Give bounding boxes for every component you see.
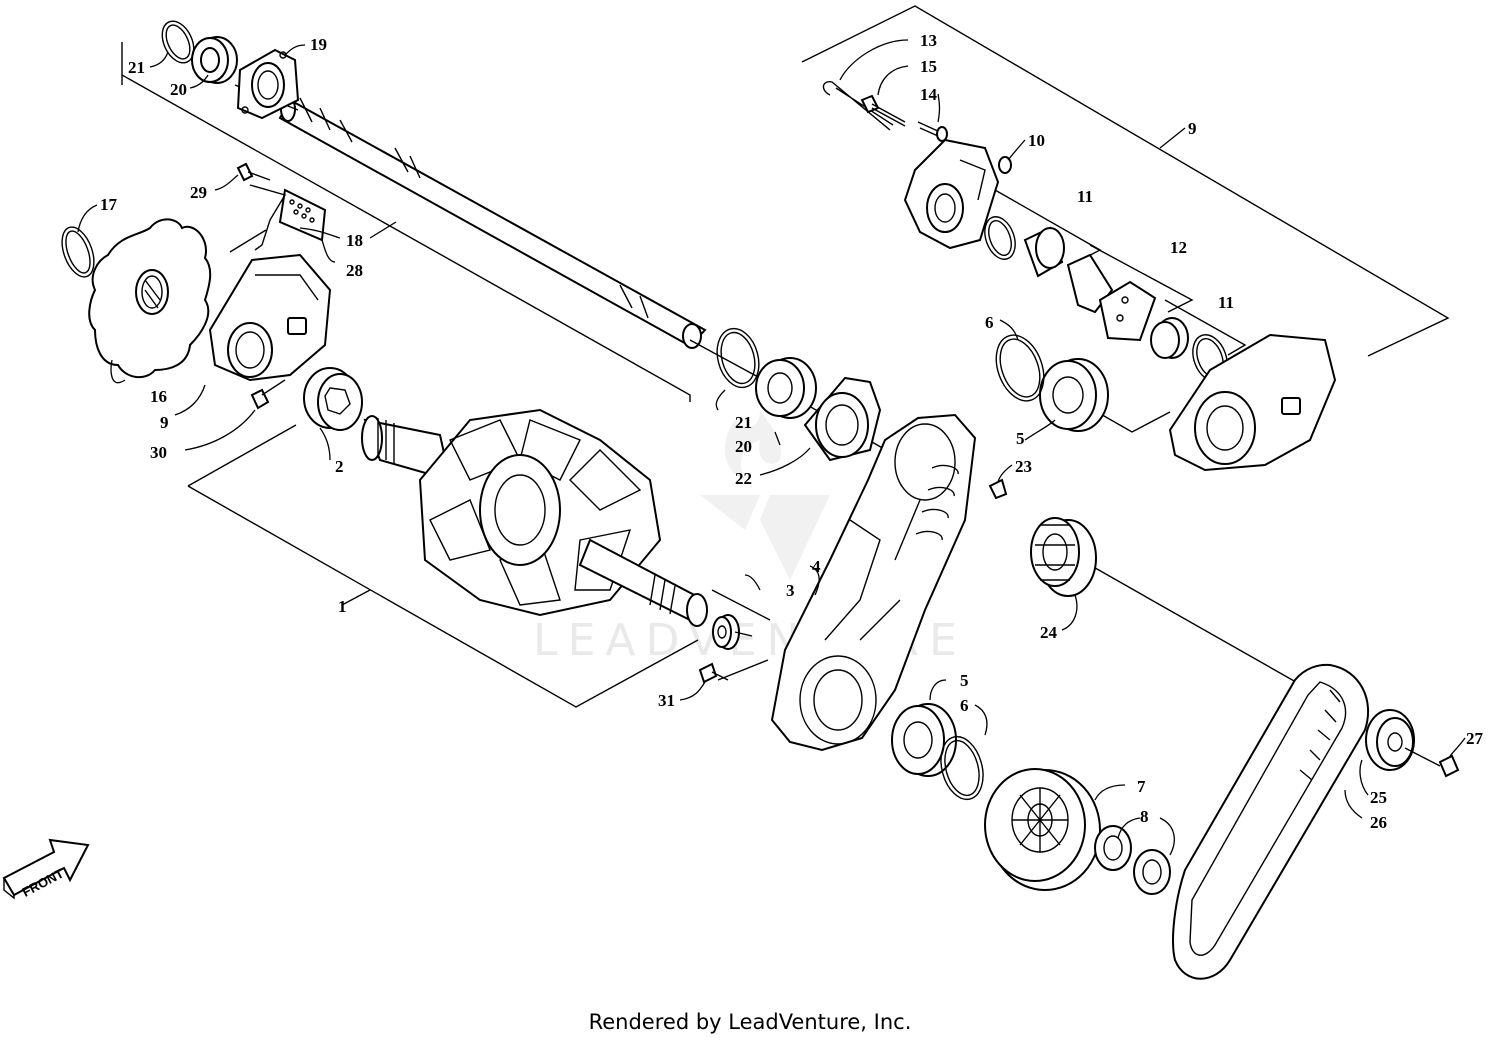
callout-31: 31 bbox=[658, 691, 675, 710]
drive-hub-washer bbox=[303, 367, 363, 431]
sprocket-circlip bbox=[61, 226, 95, 278]
callout-7: 7 bbox=[1137, 777, 1146, 796]
seal-ring-upper bbox=[984, 216, 1016, 260]
drive-shaft-assembly bbox=[361, 408, 708, 627]
callout-13: 13 bbox=[920, 31, 937, 50]
callout-2: 2 bbox=[335, 457, 344, 476]
bearing-flange-right bbox=[803, 376, 882, 462]
callout-8: 8 bbox=[1140, 807, 1149, 826]
cotter-pin bbox=[822, 81, 894, 131]
callout-18: 18 bbox=[346, 231, 363, 250]
circlip-middle bbox=[716, 327, 760, 389]
bearing-right bbox=[1039, 358, 1109, 432]
callout-20-middle: 20 bbox=[735, 437, 752, 456]
callout-23: 23 bbox=[1015, 457, 1032, 476]
callout-labels: 1 2 3 4 5 5 6 6 7 8 9 9 10 11 11 12 13 1… bbox=[100, 31, 1484, 832]
bearing-middle bbox=[755, 357, 817, 419]
callout-leaders bbox=[77, 39, 1466, 856]
lock-washers bbox=[1094, 825, 1171, 895]
right-bearing-housing-lower bbox=[1168, 333, 1337, 472]
housing-bolt bbox=[250, 379, 286, 410]
callout-26: 26 bbox=[1370, 813, 1387, 832]
upper-sprocket bbox=[1030, 517, 1097, 597]
callout-25: 25 bbox=[1370, 788, 1387, 807]
callout-22: 22 bbox=[735, 469, 752, 488]
caliper-bolt bbox=[860, 94, 906, 127]
chaincase-housing bbox=[770, 413, 977, 752]
callout-29: 29 bbox=[190, 183, 207, 202]
bracket-bolt bbox=[236, 162, 271, 182]
shaft-end-cap bbox=[712, 614, 753, 650]
callout-5-upper: 5 bbox=[1016, 429, 1025, 448]
callout-27: 27 bbox=[1466, 729, 1484, 748]
footer-credit: Rendered by LeadVenture, Inc. bbox=[588, 1010, 912, 1034]
callout-9-right: 9 bbox=[1188, 119, 1197, 138]
callout-1: 1 bbox=[338, 597, 347, 616]
callout-21-middle: 21 bbox=[735, 413, 752, 432]
callout-17: 17 bbox=[100, 195, 118, 214]
callout-3: 3 bbox=[786, 581, 795, 600]
tensioner-bolt bbox=[1404, 747, 1460, 778]
end-cap-screw bbox=[698, 662, 729, 684]
callout-15: 15 bbox=[920, 57, 937, 76]
callout-11-upper: 11 bbox=[1077, 187, 1093, 206]
bearing-flange bbox=[236, 48, 300, 120]
right-bearing-housing-upper bbox=[903, 138, 1000, 250]
chaincase-bolt bbox=[988, 478, 1008, 500]
callout-16: 16 bbox=[150, 387, 167, 406]
callout-14: 14 bbox=[920, 85, 938, 104]
bearing-upper-left bbox=[191, 36, 238, 84]
callout-10: 10 bbox=[1028, 131, 1045, 150]
chain-tensioner-washer bbox=[1365, 709, 1415, 771]
callout-6-lower: 6 bbox=[960, 696, 969, 715]
piston-upper bbox=[1023, 226, 1065, 278]
callout-12: 12 bbox=[1170, 238, 1187, 257]
circlip-upper-left bbox=[161, 20, 195, 64]
plug bbox=[998, 156, 1012, 174]
circlip-lower bbox=[940, 735, 984, 801]
callout-6-upper: 6 bbox=[985, 313, 994, 332]
lower-sprocket bbox=[984, 768, 1101, 891]
callout-19: 19 bbox=[310, 35, 327, 54]
callout-20-upper: 20 bbox=[170, 80, 187, 99]
track-sprocket bbox=[88, 218, 212, 379]
callout-30: 30 bbox=[150, 443, 167, 462]
mounting-bracket bbox=[249, 184, 327, 251]
front-direction-arrow: FRONT bbox=[2, 838, 90, 900]
left-bearing-housing bbox=[208, 253, 332, 382]
group-brackets bbox=[121, 5, 1450, 708]
piston-lower bbox=[1150, 317, 1189, 359]
callout-28: 28 bbox=[346, 261, 363, 280]
callout-9-left: 9 bbox=[160, 413, 169, 432]
circlip-right bbox=[995, 334, 1045, 402]
callout-5-lower: 5 bbox=[960, 671, 969, 690]
bleeder-screw bbox=[917, 121, 948, 142]
drive-chain bbox=[1172, 663, 1370, 980]
brake-pads bbox=[1066, 253, 1157, 342]
bearing-lower bbox=[891, 703, 957, 777]
callout-11-lower: 11 bbox=[1218, 293, 1234, 312]
callout-21-upper: 21 bbox=[128, 58, 145, 77]
callout-24: 24 bbox=[1040, 623, 1058, 642]
callout-4: 4 bbox=[812, 557, 821, 576]
